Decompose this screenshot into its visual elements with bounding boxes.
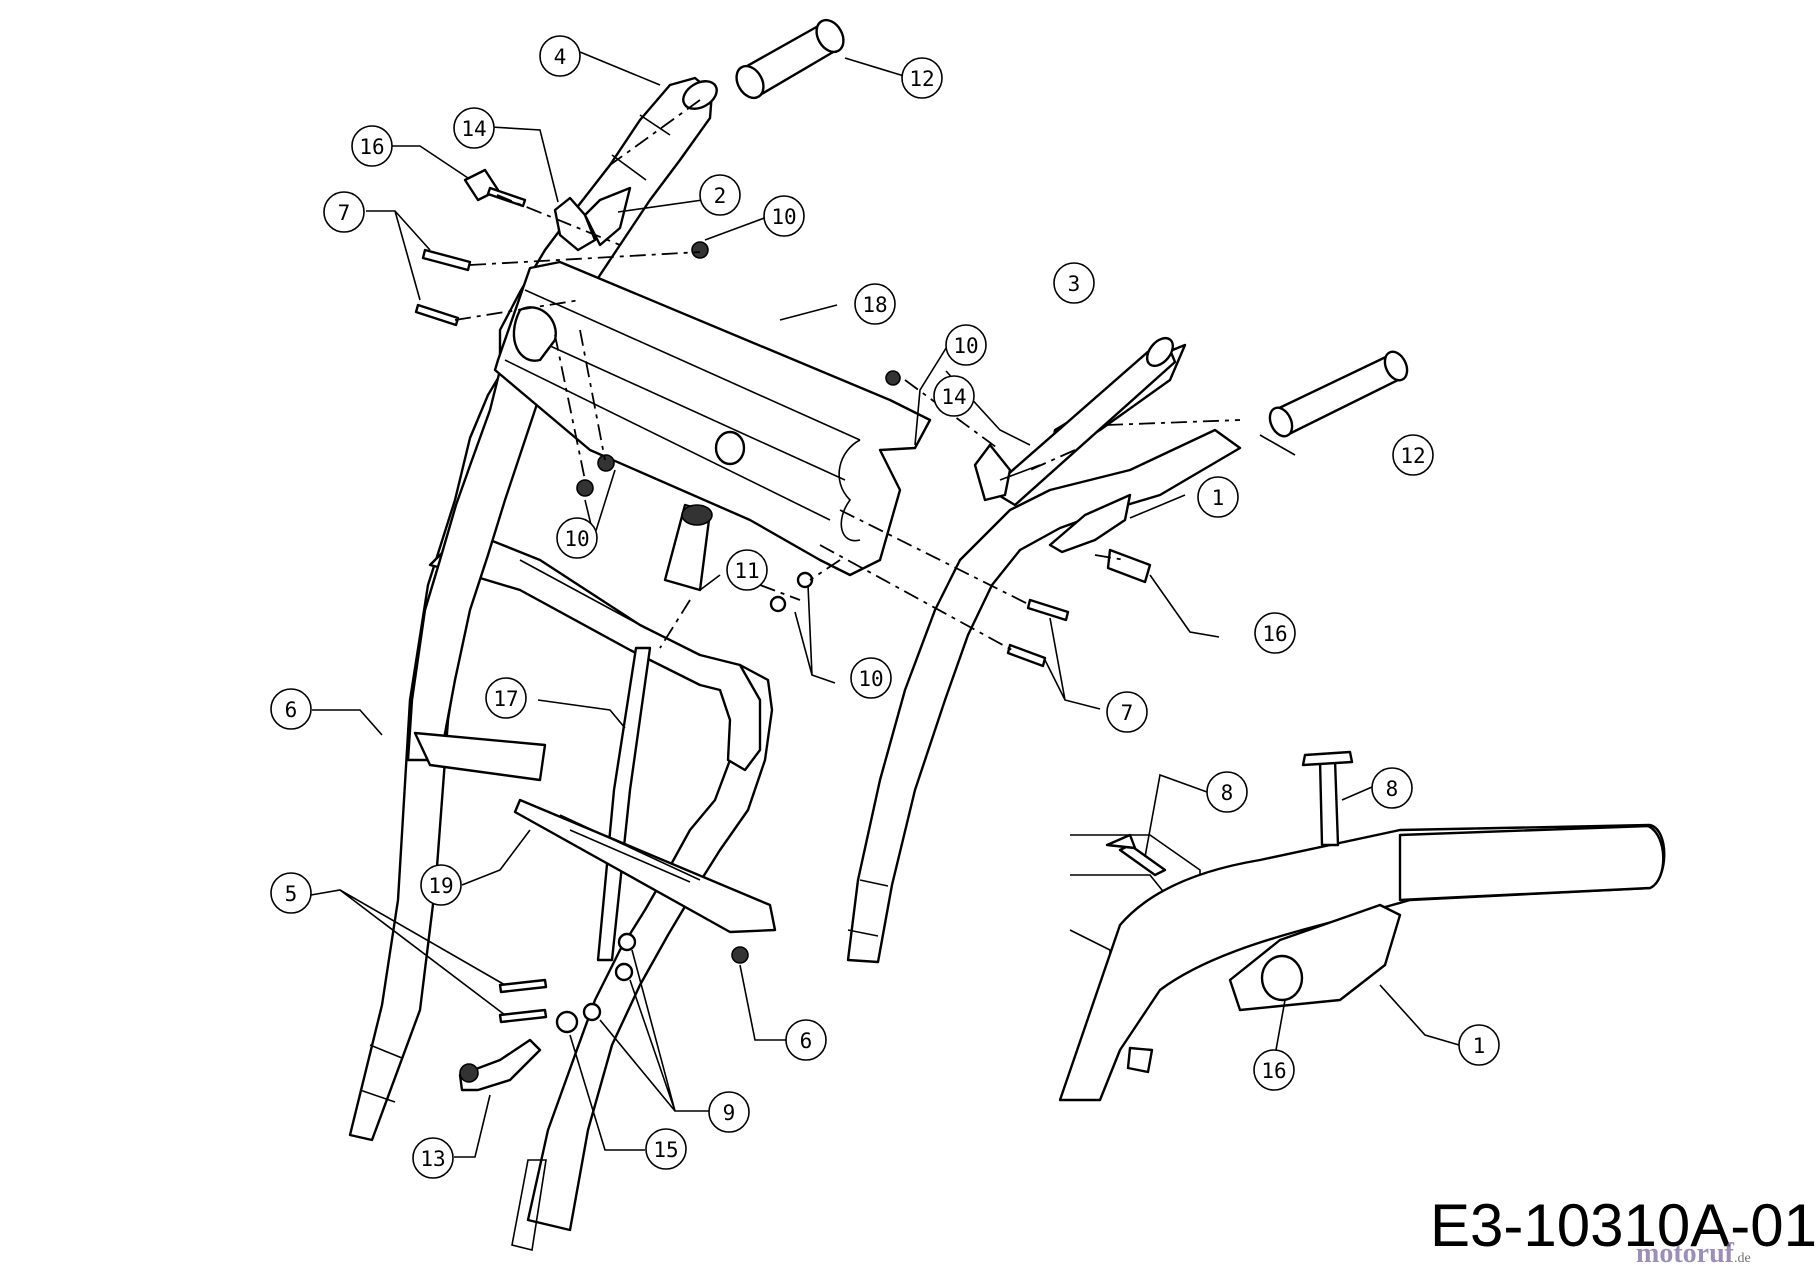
callout-12: 12 (1392, 434, 1434, 476)
svg-text:13: 13 (420, 1147, 445, 1171)
callout-7: 7 (1106, 691, 1148, 733)
callout-5: 5 (270, 872, 312, 914)
callout-2: 2 (699, 174, 741, 216)
callout-9: 9 (708, 1091, 750, 1133)
callout-17: 17 (485, 677, 527, 719)
svg-text:16: 16 (359, 135, 384, 159)
callout-bubbles: 4 12 14 16 2 10 7 18 10 3 14 12 1 10 11 … (270, 35, 1500, 1179)
svg-text:16: 16 (1261, 1059, 1286, 1083)
svg-text:15: 15 (653, 1138, 678, 1162)
shift-knob (663, 503, 713, 592)
handle-bracket-right (1048, 493, 1132, 554)
leader-lines (310, 51, 1460, 1158)
watermark-logo: motoruf.de (1636, 1238, 1751, 1270)
svg-text:4: 4 (554, 45, 567, 69)
svg-text:16: 16 (1262, 622, 1287, 646)
svg-text:10: 10 (953, 334, 978, 358)
dash-panel (493, 260, 932, 577)
hardware (414, 168, 1152, 1034)
svg-text:10: 10 (858, 667, 883, 691)
svg-text:7: 7 (338, 201, 351, 225)
chute-control-bracket (413, 731, 777, 934)
callout-8: 8 (1206, 771, 1248, 813)
pivot-lever-left (553, 196, 597, 252)
svg-text:8: 8 (1221, 781, 1234, 805)
svg-text:2: 2 (714, 184, 727, 208)
hand-grip-right (1268, 350, 1409, 438)
handle-bracket-left (583, 186, 632, 247)
lower-bracket (458, 1038, 542, 1092)
pivot-lever-right (973, 443, 1012, 502)
callout-11: 11 (726, 549, 768, 591)
svg-text:10: 10 (564, 527, 589, 551)
upper-handle-left-tube (406, 76, 718, 762)
callout-16: 16 (1253, 1049, 1295, 1091)
callout-10: 10 (763, 195, 805, 237)
svg-text:14: 14 (461, 117, 486, 141)
svg-text:19: 19 (428, 874, 453, 898)
svg-text:8: 8 (1386, 777, 1399, 801)
callout-10: 10 (945, 324, 987, 366)
callout-4: 4 (539, 35, 581, 77)
callout-14: 14 (933, 375, 975, 417)
callout-19: 19 (420, 864, 462, 906)
detail-inset (1058, 750, 1666, 1102)
assembly-lines (454, 99, 1241, 651)
callout-10: 10 (850, 657, 892, 699)
callout-15: 15 (645, 1128, 687, 1170)
callout-10: 10 (556, 517, 598, 559)
svg-text:11: 11 (734, 559, 759, 583)
svg-text:17: 17 (493, 687, 518, 711)
svg-text:12: 12 (1400, 444, 1425, 468)
svg-text:6: 6 (800, 1029, 813, 1053)
svg-text:3: 3 (1068, 272, 1081, 296)
callout-6: 6 (270, 688, 312, 730)
callout-18: 18 (854, 283, 896, 325)
svg-text:9: 9 (723, 1101, 736, 1125)
callout-8: 8 (1371, 767, 1413, 809)
svg-text:1: 1 (1212, 486, 1225, 510)
svg-text:6: 6 (285, 698, 298, 722)
callout-16: 16 (351, 125, 393, 167)
callout-16: 16 (1254, 612, 1296, 654)
svg-text:7: 7 (1121, 701, 1134, 725)
callout-13: 13 (412, 1137, 454, 1179)
svg-text:1: 1 (1473, 1034, 1486, 1058)
callout-6: 6 (785, 1019, 827, 1061)
shift-rod (596, 646, 652, 962)
drawing-code-label: E3-10310A-01 (1430, 1192, 1817, 1259)
svg-text:18: 18 (862, 293, 887, 317)
lower-handle-frame (348, 373, 774, 1251)
callout-14: 14 (453, 107, 495, 149)
callout-12: 12 (901, 57, 943, 99)
callout-7: 7 (323, 191, 365, 233)
watermark-domain: .de (1733, 1251, 1751, 1266)
callout-1: 1 (1197, 476, 1239, 518)
callout-1: 1 (1458, 1024, 1500, 1066)
hand-grip-top (735, 18, 845, 100)
svg-text:10: 10 (771, 205, 796, 229)
svg-text:12: 12 (909, 67, 934, 91)
svg-text:5: 5 (285, 882, 298, 906)
watermark-brand: motoruf (1636, 1238, 1734, 1269)
svg-text:14: 14 (941, 385, 966, 409)
callout-3: 3 (1053, 262, 1095, 304)
